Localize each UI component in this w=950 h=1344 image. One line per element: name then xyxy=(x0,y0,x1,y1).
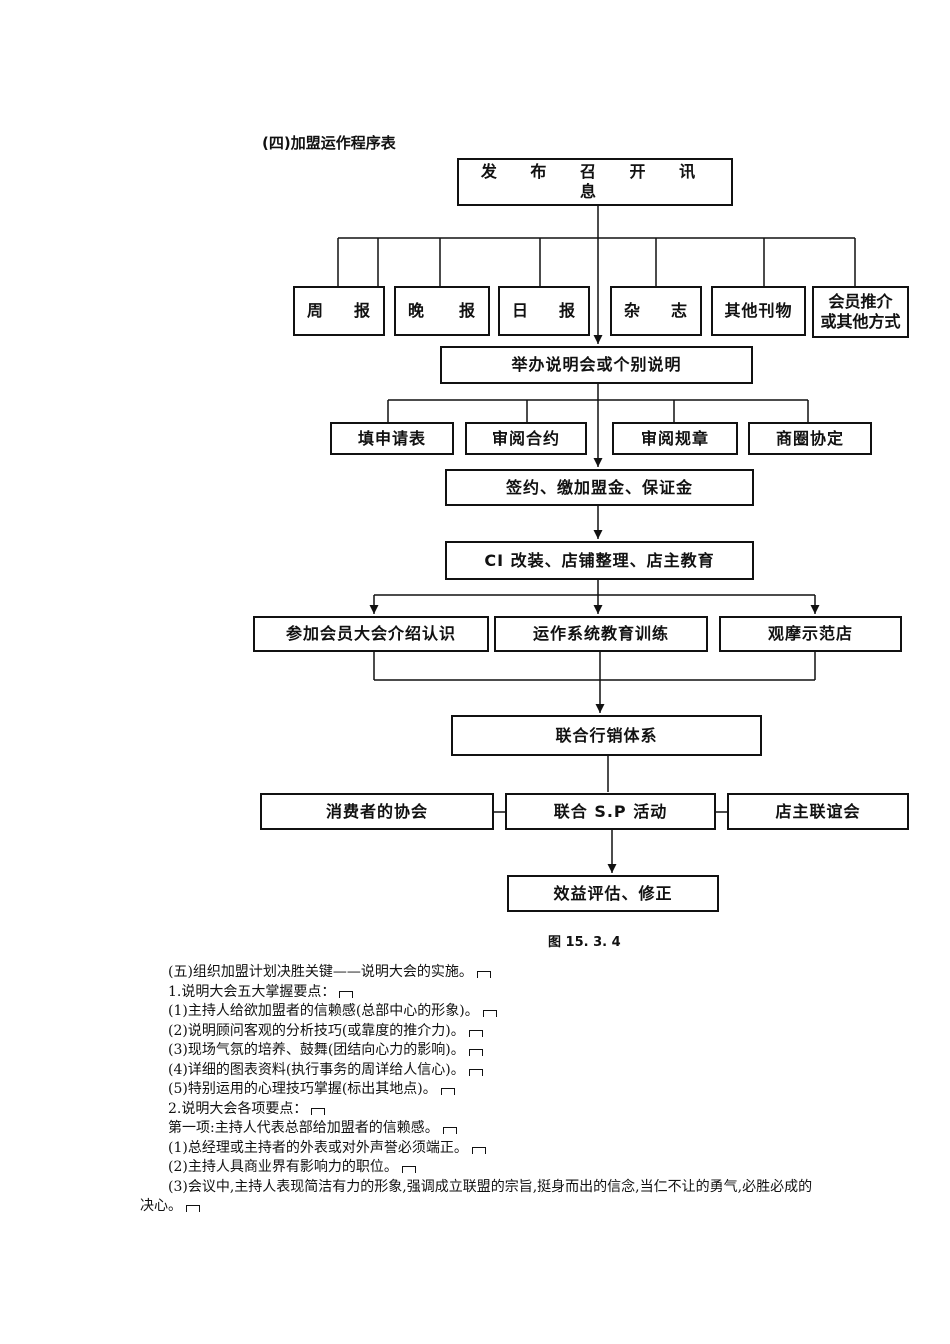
training-model-store-box: 观摩示范店 xyxy=(719,616,902,652)
flowchart-connectors xyxy=(337,206,856,873)
announce-box: 发 布 召 开 讯 息 xyxy=(457,158,733,206)
media-label: 报 xyxy=(458,301,476,320)
media-label: 会员推介 xyxy=(828,292,893,311)
text-paragraph: (2)主持人具商业界有影响力的职位。 xyxy=(140,1158,820,1178)
figure-caption: 图 15. 3. 4 xyxy=(548,935,621,950)
sign-box: 签约、缴加盟金、保证金 xyxy=(445,469,754,506)
media-evening-box: 晚报 xyxy=(394,286,490,336)
section-heading: (五)组织加盟计划决胜关键——说明大会的实施。 xyxy=(140,963,820,983)
sp-consumer-box: 消费者的协会 xyxy=(260,793,494,830)
ci-box: CI 改装、店铺整理、店主教育 xyxy=(445,541,754,580)
text-paragraph: 2.说明大会各项要点： xyxy=(140,1100,820,1120)
body-text: (五)组织加盟计划决胜关键——说明大会的实施。 1.说明大会五大掌握要点： (1… xyxy=(140,963,820,1217)
text-paragraph: (5)特别运用的心理技巧掌握(标出其地点)。 xyxy=(140,1080,820,1100)
text-paragraph: 第一项:主持人代表总部给加盟者的信赖感。 xyxy=(140,1119,820,1139)
text-paragraph: (3)现场气氛的培养、鼓舞(团结向心力的影响)。 xyxy=(140,1041,820,1061)
text-paragraph: (2)说明顾问客观的分析技巧(或靠度的推介力)。 xyxy=(140,1022,820,1042)
step-territory-box: 商圈协定 xyxy=(748,422,872,455)
media-label: 或其他方式 xyxy=(820,312,901,331)
evaluate-box: 效益评估、修正 xyxy=(507,875,719,912)
training-meeting-box: 参加会员大会介绍认识 xyxy=(253,616,489,652)
media-other-box: 其他刊物 xyxy=(711,286,806,336)
media-referral-box: 会员推介 或其他方式 xyxy=(812,286,909,338)
step-application-box: 填申请表 xyxy=(330,422,454,455)
text-paragraph: 1.说明大会五大掌握要点： xyxy=(140,983,820,1003)
sp-joint-box: 联合 S.P 活动 xyxy=(505,793,716,830)
briefing-box: 举办说明会或个别说明 xyxy=(440,346,753,384)
text-paragraph: (4)详细的图表资料(执行事务的周详给人信心)。 xyxy=(140,1061,820,1081)
franchise-flowchart: (四)加盟运作程序表 发 布 召 开 讯 息 周报 晚报 日报 杂志 其他刊物 … xyxy=(253,134,909,950)
media-label: 晚 xyxy=(408,301,426,320)
media-daily-box: 日报 xyxy=(498,286,590,336)
step-rules-box: 审阅规章 xyxy=(612,422,738,455)
flowchart-heading: (四)加盟运作程序表 xyxy=(262,134,396,152)
media-magazine-box: 杂志 xyxy=(610,286,702,336)
text-paragraph: (3)会议中,主持人表现简洁有力的形象,强调成立联盟的宗旨,挺身而出的信念,当仁… xyxy=(140,1178,813,1215)
media-label: 杂 xyxy=(624,301,642,320)
media-label: 周 xyxy=(307,301,325,320)
marketing-box: 联合行销体系 xyxy=(451,715,762,756)
sp-owner-club-box: 店主联谊会 xyxy=(727,793,909,830)
text-paragraph: (1)总经理或主持者的外表或对外声誉必须端正。 xyxy=(140,1139,820,1159)
text-paragraph: (1)主持人给欲加盟者的信赖感(总部中心的形象)。 xyxy=(140,1002,820,1022)
step-contract-box: 审阅合约 xyxy=(465,422,587,455)
media-label: 志 xyxy=(670,301,688,320)
media-label: 报 xyxy=(353,301,371,320)
media-weekly-box: 周报 xyxy=(293,286,385,336)
media-label: 日 xyxy=(512,301,530,320)
media-label: 报 xyxy=(558,301,576,320)
training-system-box: 运作系统教育训练 xyxy=(494,616,708,652)
